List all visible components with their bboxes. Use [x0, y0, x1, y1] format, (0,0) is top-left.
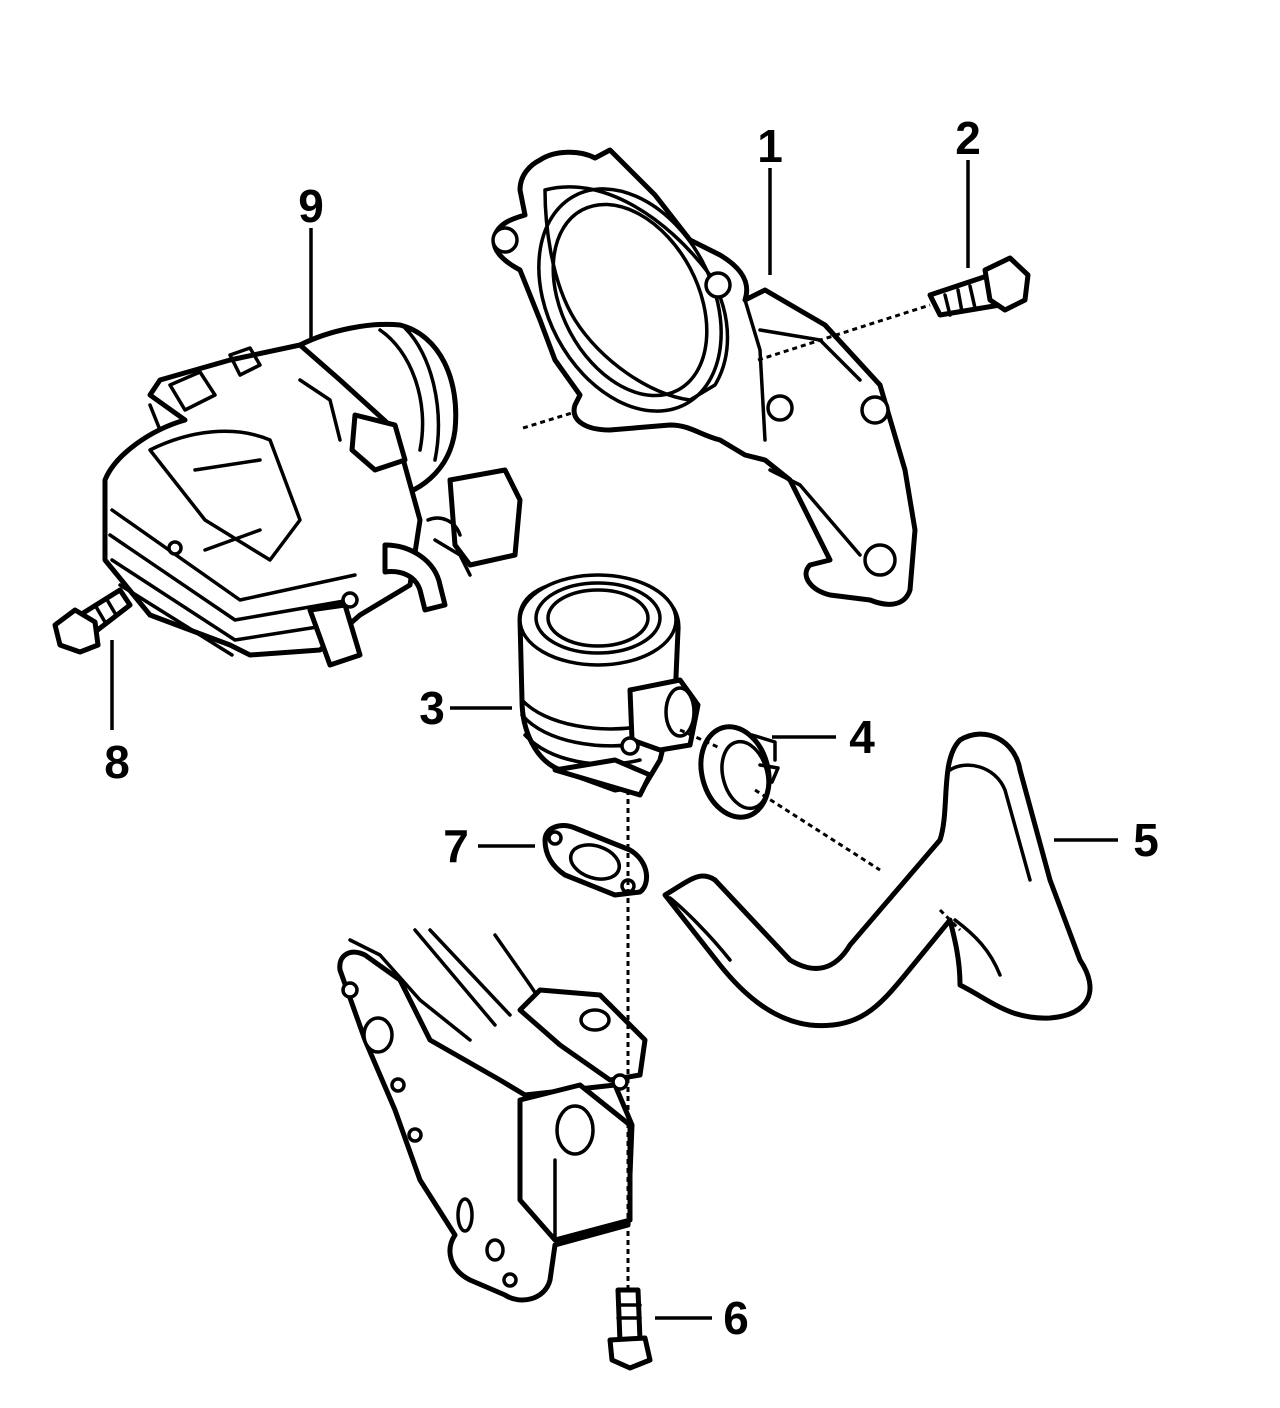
bolt-part-8 — [52, 587, 133, 655]
callout-2: 2 — [955, 112, 981, 164]
callout-9: 9 — [298, 180, 324, 232]
callout-4: 4 — [849, 711, 875, 763]
callout-labels: 1 2 3 4 5 6 7 8 9 — [104, 112, 1159, 1344]
callout-1: 1 — [757, 120, 783, 172]
callout-7: 7 — [443, 820, 469, 872]
callout-3: 3 — [419, 682, 445, 734]
gasket-part-7 — [542, 823, 650, 898]
callout-8: 8 — [104, 736, 130, 788]
callout-5: 5 — [1133, 814, 1159, 866]
bolt-part-6 — [607, 1287, 653, 1371]
bracket-part-1 — [491, 147, 918, 607]
clamp-part-4 — [698, 724, 780, 820]
callout-6: 6 — [723, 1292, 749, 1344]
leader-lines — [110, 160, 1118, 1320]
cylinder-head — [337, 928, 648, 1303]
air-pump-part-9 — [102, 321, 523, 668]
valve-part-3 — [517, 573, 701, 798]
bolt-part-2 — [927, 255, 1031, 318]
hose-part-5 — [662, 731, 1093, 1029]
assembly-lines — [522, 303, 962, 1290]
